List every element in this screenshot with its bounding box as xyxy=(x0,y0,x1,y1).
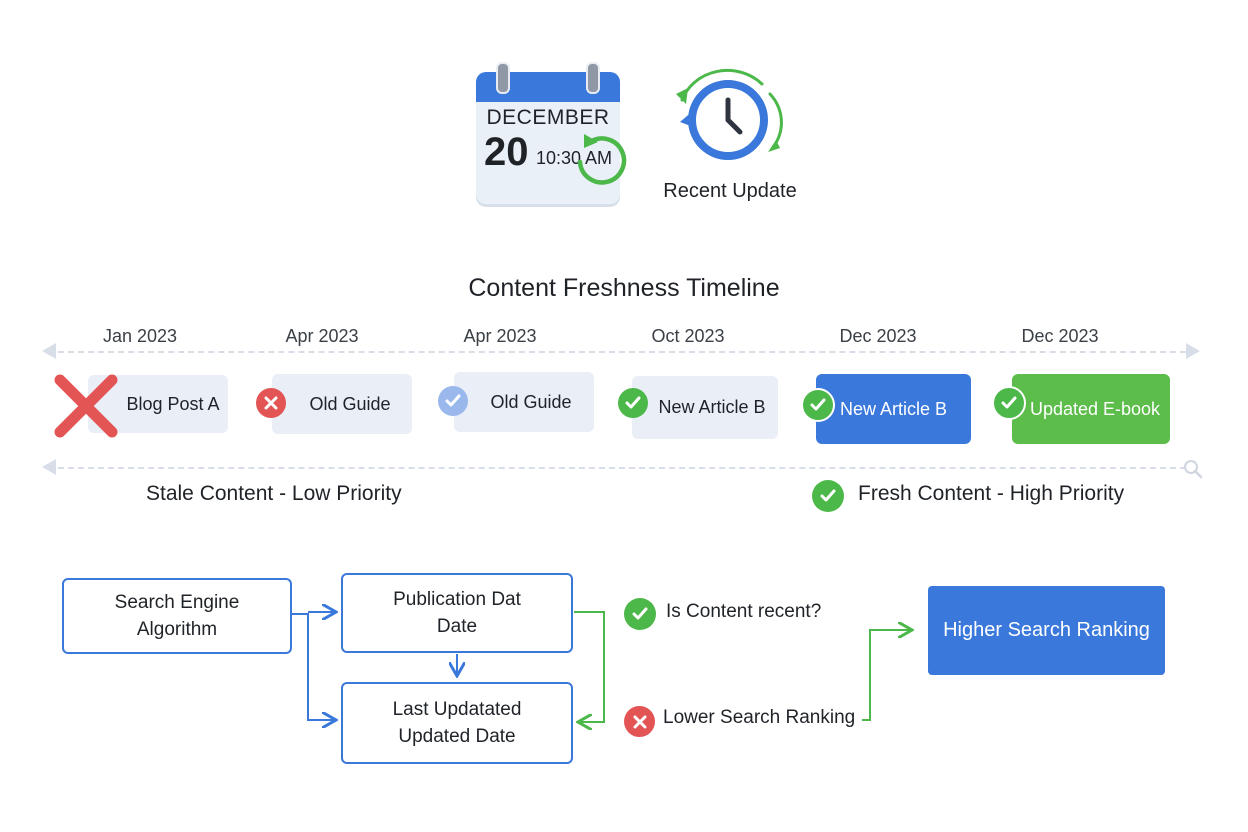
timeline-card[interactable]: New Article B xyxy=(632,376,778,439)
search-icon xyxy=(1184,460,1203,479)
stale-content-label: Stale Content - Low Priority xyxy=(146,482,402,505)
card-label: New Article B xyxy=(839,398,948,419)
check-circle-icon xyxy=(624,598,656,630)
card-label: New Article B xyxy=(658,397,766,417)
timeline-date: Dec 2023 xyxy=(1021,326,1099,346)
timeline-card-highlight[interactable]: Updated E-book xyxy=(1012,374,1170,444)
refresh-arrow-icon xyxy=(577,134,627,185)
x-circle-icon xyxy=(624,706,655,737)
timeline-card[interactable]: Old Guide xyxy=(272,374,412,434)
calendar-ring-left xyxy=(496,62,510,94)
box-label: Higher Search Ranking xyxy=(943,619,1150,641)
lower-ranking-label: Lower Search Ranking xyxy=(663,707,856,728)
check-circle-icon xyxy=(618,388,648,418)
calendar-day: 20 xyxy=(484,130,529,174)
box-label: Publication Dat Date xyxy=(393,589,521,637)
card-label: Old Guide xyxy=(490,391,572,412)
card-label: Blog Post A xyxy=(126,393,220,414)
check-circle-icon xyxy=(992,386,1026,420)
timeline-date: Apr 2023 xyxy=(285,326,359,346)
flow-connectors xyxy=(292,560,1248,780)
timeline-card-highlight[interactable]: New Article B xyxy=(816,374,971,444)
timeline-date: Apr 2023 xyxy=(463,326,537,346)
timeline-date: Oct 2023 xyxy=(651,326,725,346)
calendar-ring-right xyxy=(586,62,600,94)
arrow-right-icon xyxy=(1186,343,1200,359)
check-circle-icon xyxy=(801,388,835,422)
box-label: Search Engine Algorithm xyxy=(114,592,240,640)
higher-ranking-box: Higher Search Ranking xyxy=(928,586,1165,675)
arrow-left-icon xyxy=(42,459,56,475)
timeline-card[interactable]: Old Guide xyxy=(454,372,594,432)
timeline-title: Content Freshness Timeline xyxy=(468,274,780,302)
content-recent-question: Is Content recent? xyxy=(666,601,822,622)
recent-update-label: Recent Update xyxy=(663,180,797,202)
last-updated-box: Last Updatated Updated Date xyxy=(341,682,573,764)
calendar-time: 10:30 AM xyxy=(536,148,613,168)
search-engine-algorithm-box: Search Engine Algorithm xyxy=(62,578,292,654)
clock-refresh-icon xyxy=(676,68,783,160)
calendar-icon: DECEMBER 20 10:30 AM xyxy=(476,62,627,204)
big-x-icon xyxy=(54,374,118,438)
timeline-date: Dec 2023 xyxy=(839,326,917,346)
card-label: Old Guide xyxy=(309,393,391,414)
timeline-date: Jan 2023 xyxy=(102,326,178,346)
calendar-month: DECEMBER xyxy=(486,106,610,129)
fresh-content-label: Fresh Content - High Priority xyxy=(858,482,1125,505)
x-circle-icon xyxy=(256,388,286,418)
publication-date-box: Publication Dat Date xyxy=(341,573,573,653)
arrow-left-icon xyxy=(42,343,56,359)
card-label: Updated E-book xyxy=(1029,398,1161,419)
timeline-axis-bottom xyxy=(58,467,1186,469)
box-label: Last Updatated Updated Date xyxy=(392,699,522,747)
check-circle-light-icon xyxy=(438,386,468,416)
timeline-axis-top xyxy=(58,351,1186,353)
check-circle-icon xyxy=(812,480,844,512)
